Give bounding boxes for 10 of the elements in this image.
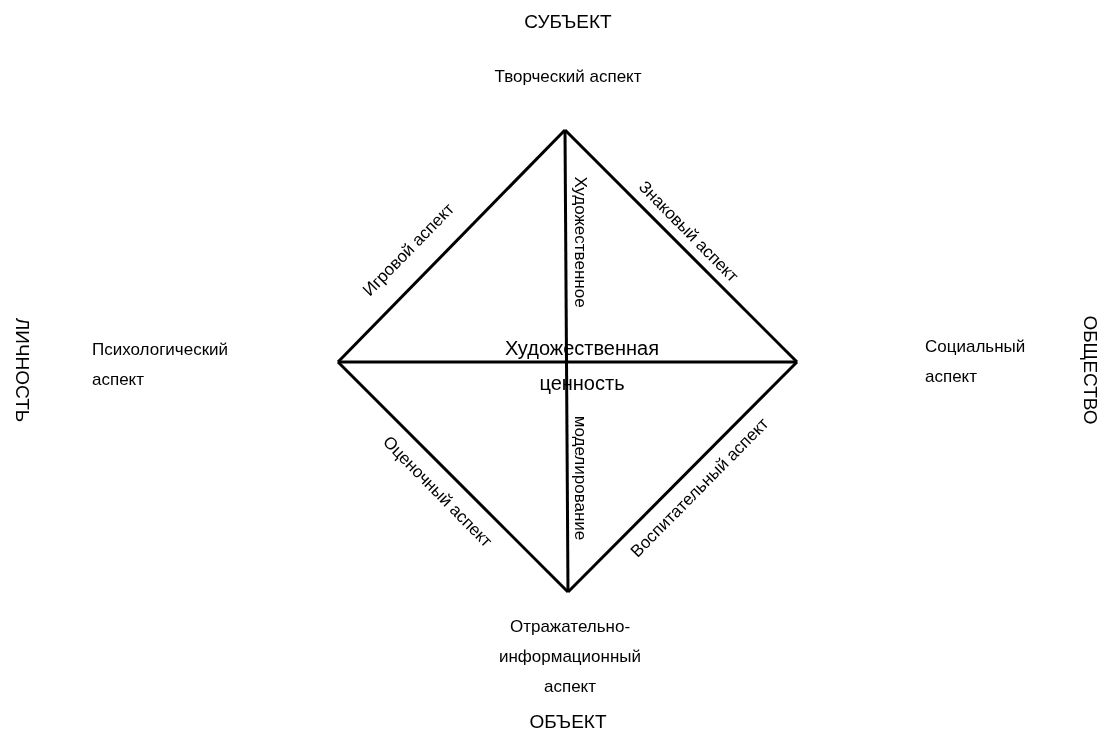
vertex-label: Творческий аспект — [494, 65, 642, 88]
line-label: Художественное — [570, 176, 592, 308]
axis-label: ОБЩЕСТВО — [1079, 315, 1103, 425]
line-label: моделирование — [570, 415, 592, 541]
axis-label: ОБЪЕКТ — [529, 709, 607, 734]
vertex-label: Отражательно-информационный аспект — [497, 616, 643, 698]
vertex-label: Социальный аспект — [925, 336, 1027, 388]
vertex-label: Психологический аспект — [92, 339, 230, 391]
axis-label: СУБЪЕКТ — [524, 9, 612, 34]
axis-label: ЛИЧНОСТЬ — [11, 317, 35, 423]
